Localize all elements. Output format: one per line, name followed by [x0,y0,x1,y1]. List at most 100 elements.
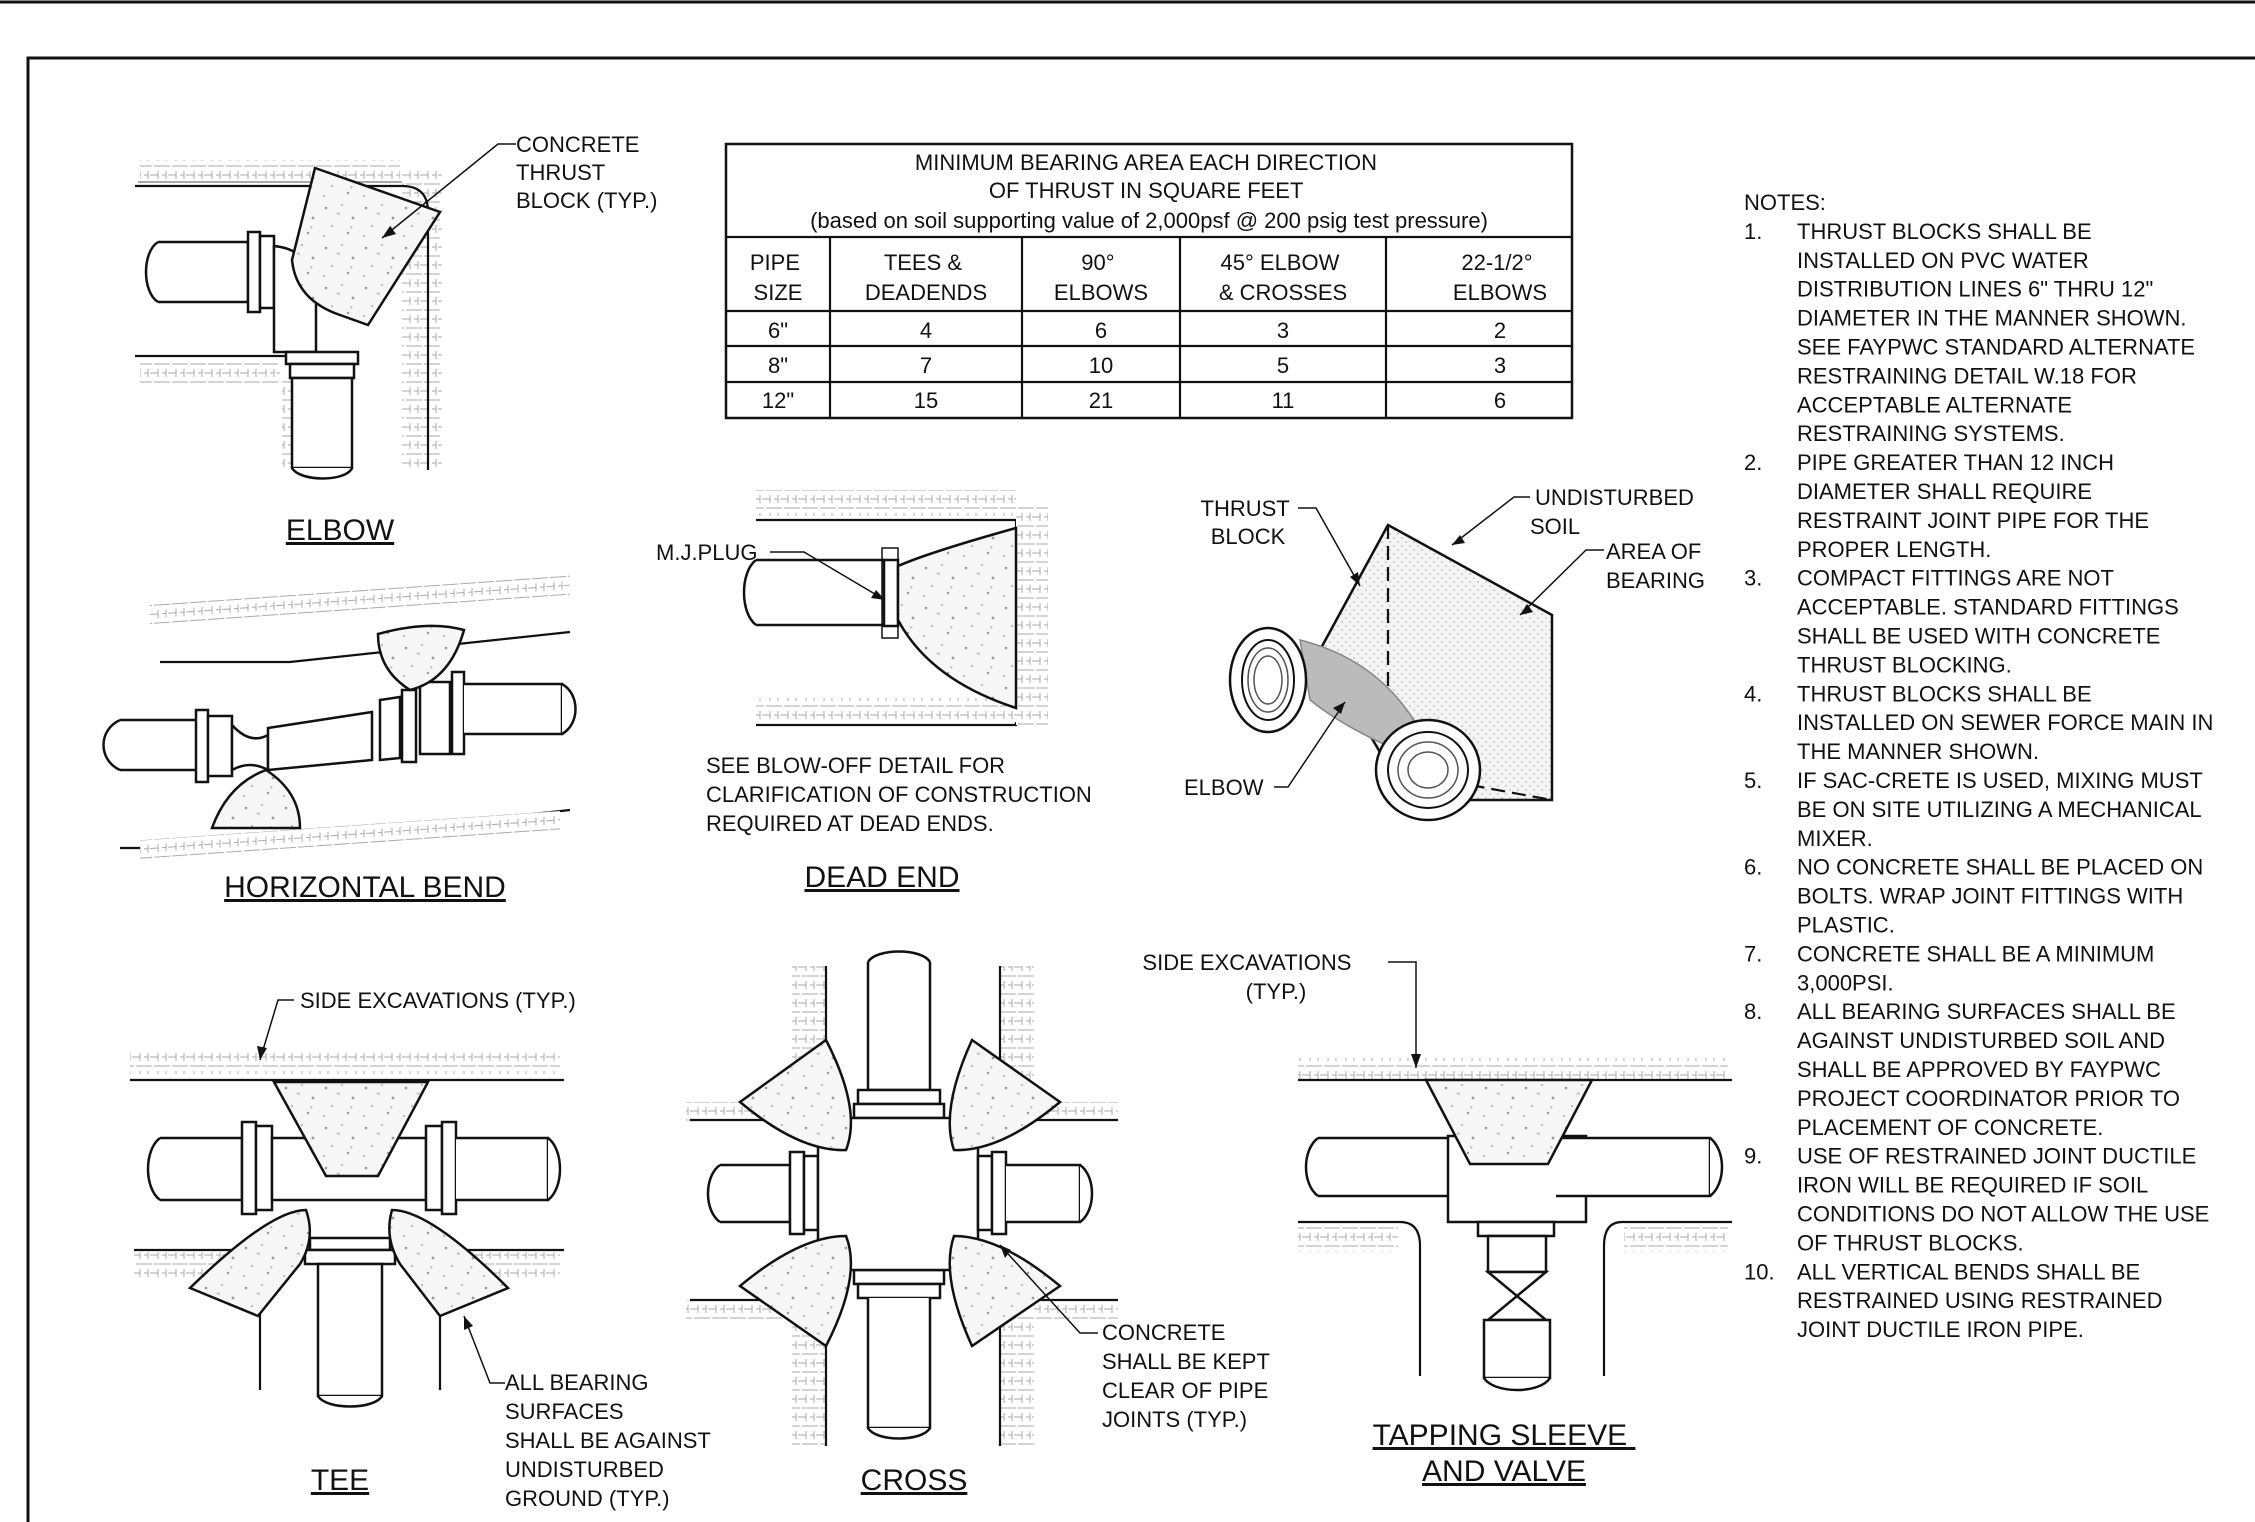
note-line: ACCEPTABLE. STANDARD FITTINGS [1797,595,2179,620]
callout-concrete-clear: CONCRETE SHALL BE KEPT CLEAR OF PIPE JOI… [1102,1320,1276,1432]
note-line: DIAMETER IN THE MANNER SHOWN. [1797,306,2187,331]
note-line: THRUST BLOCKING. [1797,652,2012,677]
note-line: ALL BEARING SURFACES SHALL BE [1797,999,2176,1024]
note-line: PIPE GREATER THAN 12 INCH [1797,450,2114,475]
note-line: CONCRETE SHALL BE A MINIMUM [1797,941,2154,966]
note-line: AGAINST UNDISTURBED SOIL AND [1797,1028,2165,1053]
note-line: SEE FAYPWC STANDARD ALTERNATE [1797,335,2195,360]
table-cell: 12" [762,388,794,413]
note-line: INSTALLED ON PVC WATER [1797,248,2089,273]
table-header-45: 45° ELBOW & CROSSES [1219,250,1347,305]
title-horizontal-bend: HORIZONTAL BEND [224,871,506,904]
note-line: BE ON SITE UTILIZING A MECHANICAL [1797,797,2202,822]
note-number: 5. [1744,768,1762,793]
notes-heading: NOTES: [1744,190,1826,215]
table-cell: 6 [1095,318,1107,343]
note-line: COMPACT FITTINGS ARE NOT [1797,566,2114,591]
note-line: BOLTS. WRAP JOINT FITTINGS WITH [1797,884,2183,909]
title-tee: TEE [311,1464,369,1497]
horizontal-bend-detail [102,575,577,863]
note-line: DISTRIBUTION LINES 6" THRU 12" [1797,277,2153,302]
table-cell: 10 [1089,353,1113,378]
table-cell: 6" [768,318,788,343]
table-cell: 4 [920,318,932,343]
note-line: OF THRUST BLOCKS. [1797,1230,2024,1255]
note-blowoff: SEE BLOW-OFF DETAIL FOR CLARIFICATION OF… [706,753,1098,836]
callout-elbow: ELBOW [1184,775,1264,800]
callout-side-excavations-tap: SIDE EXCAVATIONS (TYP.) [1142,950,1357,1004]
bearing-area-table [724,142,1574,420]
callout-mj-plug: M.J.PLUG [656,540,757,565]
note-line: PROJECT COORDINATOR PRIOR TO [1797,1086,2180,1111]
note-line: USE OF RESTRAINED JOINT DUCTILE [1797,1144,2196,1169]
note-line: JOINT DUCTILE IRON PIPE. [1797,1317,2084,1342]
table-header-pipe-size: PIPE SIZE [750,250,806,305]
title-tapping-sleeve: TAPPING SLEEVE AND VALVE [1373,1419,1636,1488]
callout-area-of-bearing: AREA OF BEARING [1606,539,1707,593]
table-cell: 11 [1272,388,1295,413]
note-line: THRUST BLOCKS SHALL BE [1797,681,2092,706]
table-cell: 21 [1089,388,1113,413]
note-line: IRON WILL BE REQUIRED IF SOIL [1797,1173,2148,1198]
note-number: 6. [1744,855,1762,880]
note-line: RESTRAINED USING RESTRAINED [1797,1288,2163,1313]
table-row: 8" 7 10 5 3 [768,353,1506,378]
callout-thrust-block: THRUST BLOCK [1201,496,1296,549]
note-line: IF SAC-CRETE IS USED, MIXING MUST [1797,768,2203,793]
note-number: 3. [1744,566,1762,591]
table-cell: 3 [1494,353,1506,378]
callout-undisturbed-soil: UNDISTURBED SOIL [1530,485,1700,539]
note-line: NO CONCRETE SHALL BE PLACED ON [1797,855,2203,880]
table-cell: 8" [768,353,788,378]
sheet-border [26,56,2255,1522]
note-line: SHALL BE USED WITH CONCRETE [1797,624,2160,649]
note-line: PLACEMENT OF CONCRETE. [1797,1115,2103,1140]
note-line: INSTALLED ON SEWER FORCE MAIN IN [1797,710,2213,735]
tapping-sleeve-detail [1298,1058,1732,1392]
table-cell: 15 [914,388,938,413]
table-cell: 5 [1277,353,1289,378]
note-number: 9. [1744,1144,1762,1169]
dead-end-detail [742,490,1048,727]
note-line: THRUST BLOCKS SHALL BE [1797,219,2092,244]
table-row: 6" 4 6 3 2 [768,318,1506,343]
note-line: CONDITIONS DO NOT ALLOW THE USE [1797,1202,2209,1227]
notes-section: NOTES: 1. THRUST BLOCKS SHALL BE INSTALLED … [1744,190,2213,1342]
note-line: DIAMETER SHALL REQUIRE [1797,479,2092,504]
note-line: ALL VERTICAL BENDS SHALL BE [1797,1259,2140,1284]
table-title: MINIMUM BEARING AREA EACH DIRECTION OF T… [810,150,1488,233]
note-number: 1. [1744,219,1762,244]
title-elbow: ELBOW [286,514,395,547]
table-cell: 7 [920,353,932,378]
table-cell: 2 [1494,318,1506,343]
isometric-elbow-detail [1228,523,1554,822]
table-cell: 6 [1494,388,1506,413]
callout-all-bearing: ALL BEARING SURFACES SHALL BE AGAINST UN… [505,1370,717,1511]
note-line: 3,000PSI. [1797,970,1894,995]
elbow-detail [135,160,442,480]
callout-side-excavations-tee: SIDE EXCAVATIONS (TYP.) [300,988,576,1013]
note-number: 7. [1744,941,1762,966]
note-line: RESTRAINING SYSTEMS. [1797,421,2065,446]
note-line: THE MANNER SHOWN. [1797,739,2039,764]
table-row: 12" 15 21 11 6 [762,388,1506,413]
title-dead-end: DEAD END [804,861,959,894]
cross-detail [686,950,1118,1446]
note-line: RESTRAINING DETAIL W.18 FOR [1797,363,2137,388]
callout-concrete-thrust-block: CONCRETE THRUST BLOCK (TYP.) [516,132,657,213]
table-header-22: 22-1/2° ELBOWS [1453,250,1547,305]
tee-detail [130,1050,564,1408]
table-header-90: 90° ELBOWS [1054,250,1148,305]
note-line: ACCEPTABLE ALTERNATE [1797,392,2072,417]
note-number: 4. [1744,681,1762,706]
table-cell: 3 [1277,318,1289,343]
note-line: PROPER LENGTH. [1797,537,1991,562]
title-cross: CROSS [861,1464,968,1497]
note-line: MIXER. [1797,826,1873,851]
table-header-tees: TEES & DEADENDS [865,250,987,305]
note-line: PLASTIC. [1797,913,1895,938]
note-number: 10. [1744,1259,1775,1284]
note-line: RESTRAINT JOINT PIPE FOR THE [1797,508,2149,533]
note-number: 8. [1744,999,1762,1024]
